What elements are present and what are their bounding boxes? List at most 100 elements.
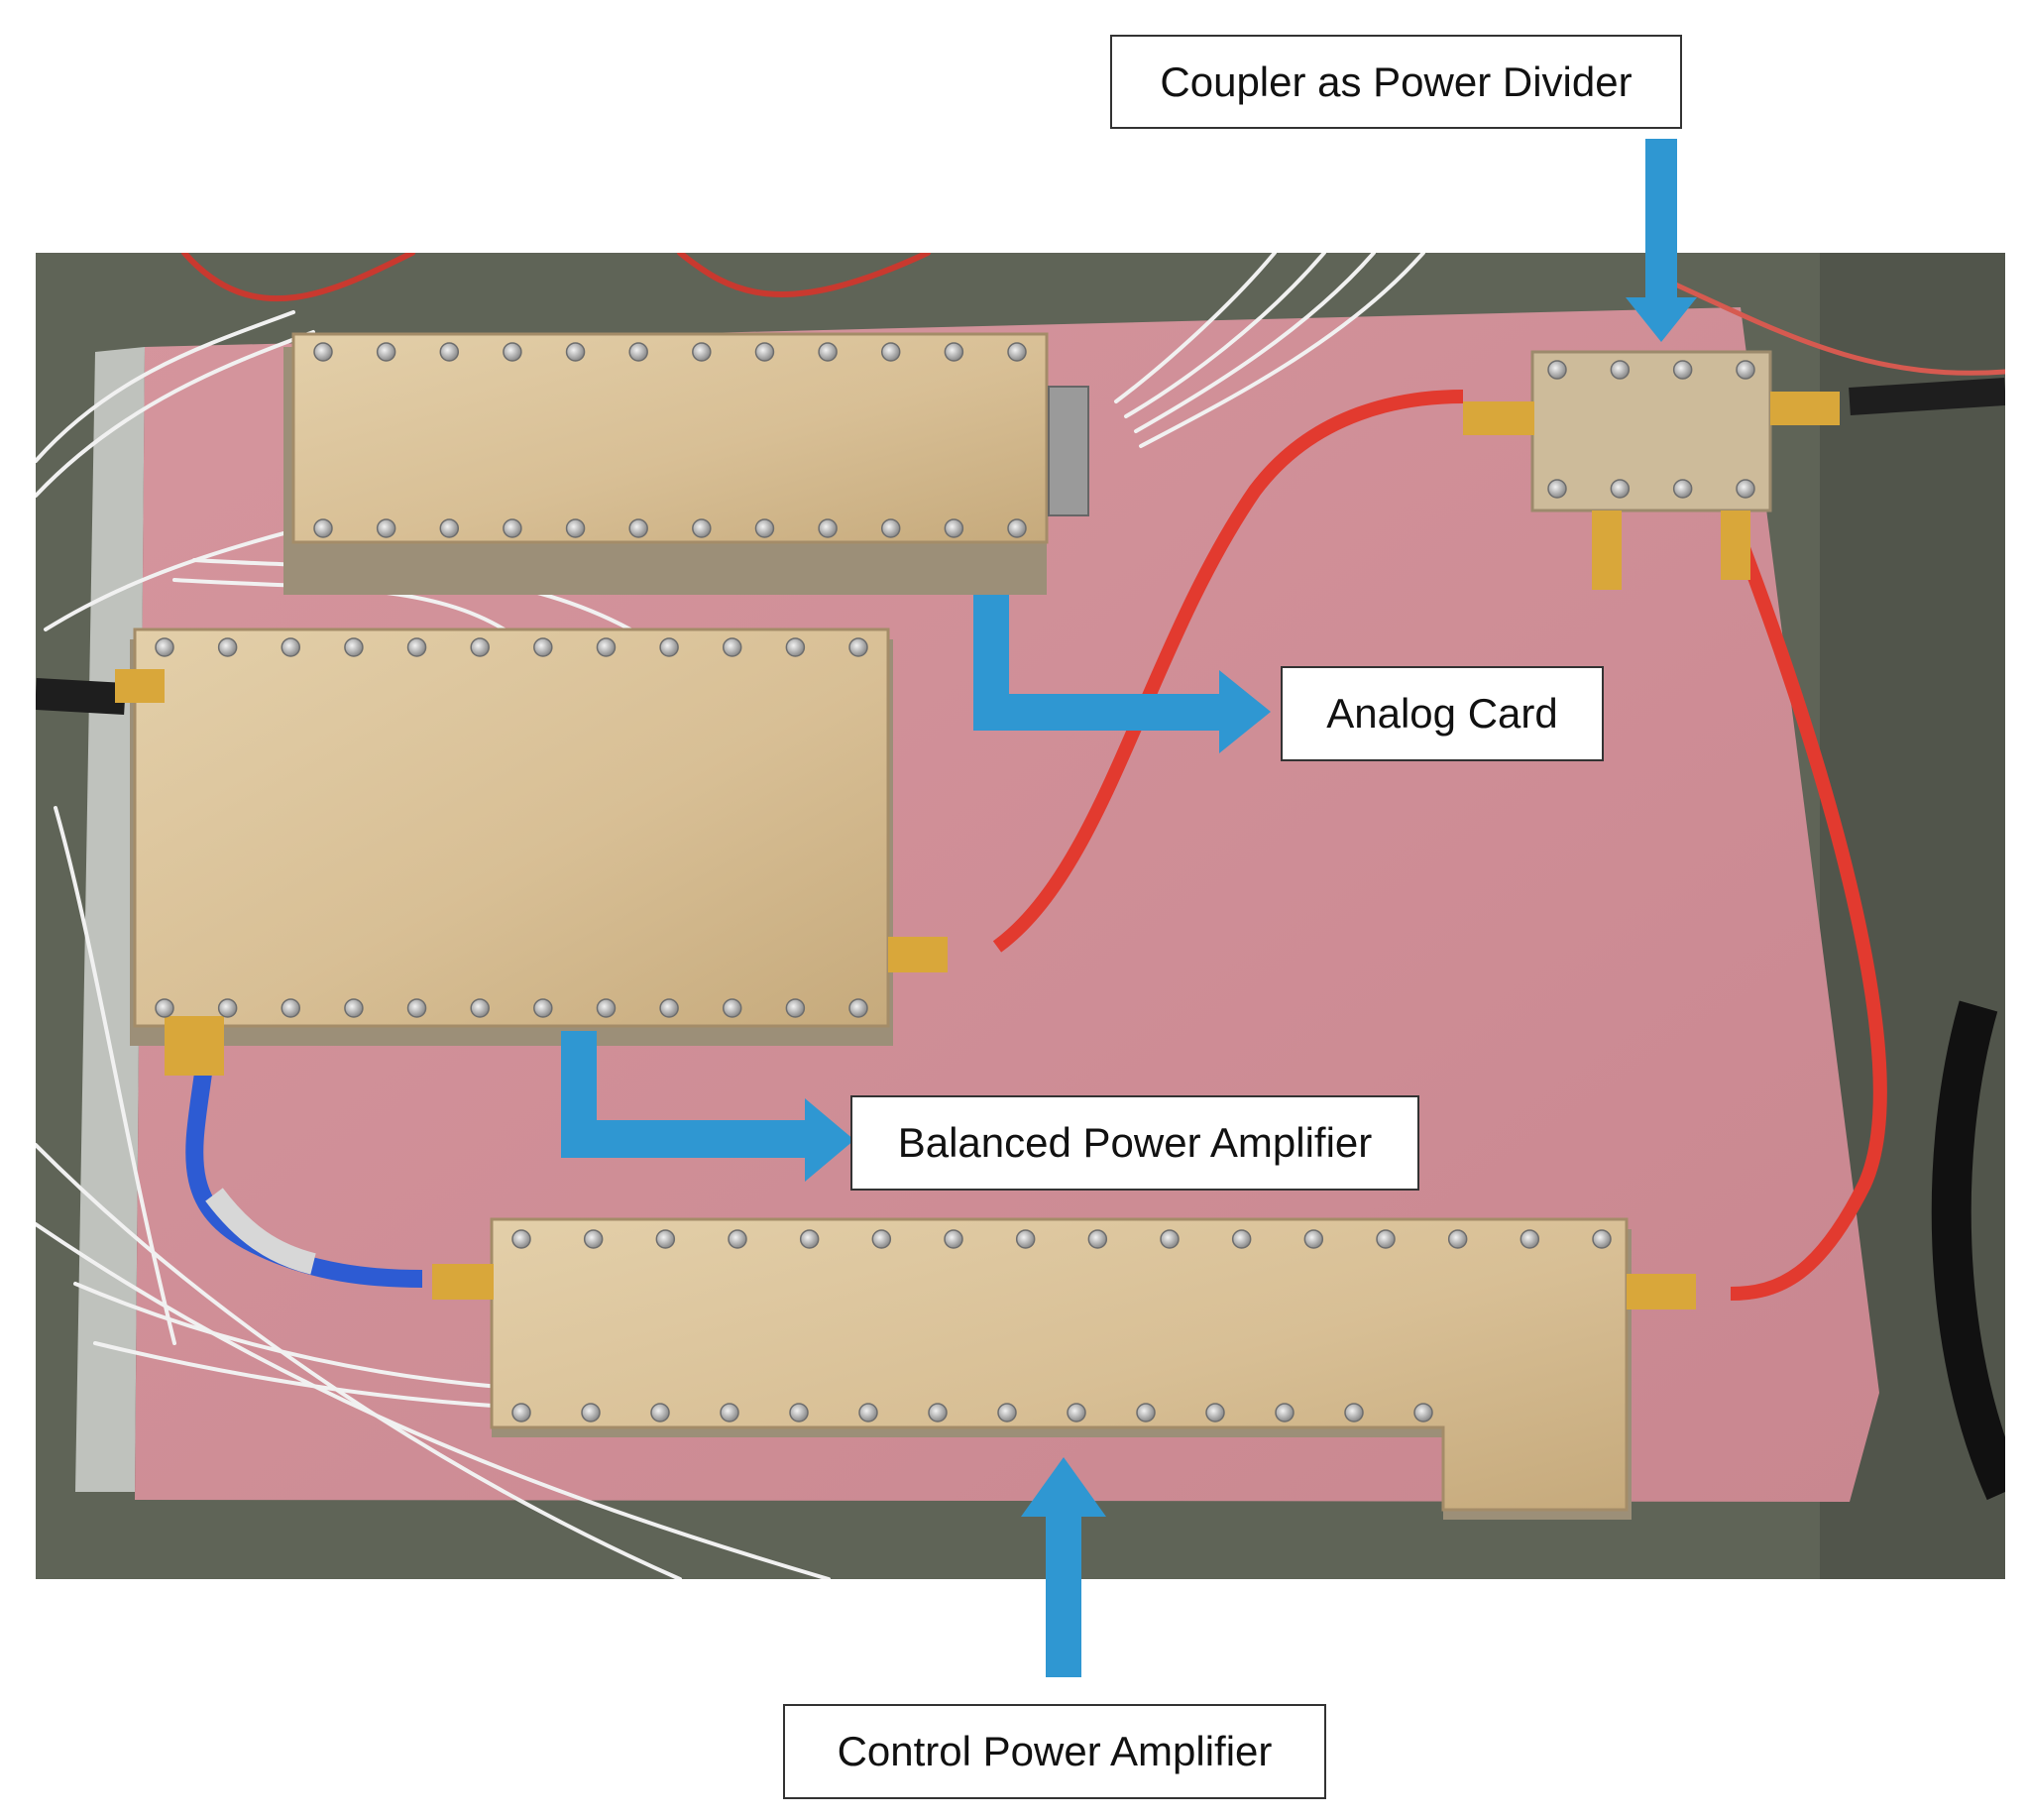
analog-card-module bbox=[283, 332, 1089, 595]
screw bbox=[655, 1229, 676, 1249]
screw bbox=[659, 998, 679, 1018]
screw bbox=[155, 998, 174, 1018]
coupler-module bbox=[1463, 350, 1840, 590]
screw bbox=[503, 342, 522, 362]
screw bbox=[754, 342, 775, 362]
control-pa-module bbox=[432, 1217, 1696, 1520]
screw bbox=[344, 637, 364, 657]
screw bbox=[511, 1229, 531, 1249]
screw bbox=[799, 1229, 820, 1249]
screw bbox=[1672, 360, 1693, 380]
screw bbox=[1007, 342, 1027, 362]
screw bbox=[1610, 360, 1631, 380]
screw bbox=[1087, 1229, 1108, 1249]
screw bbox=[1447, 1229, 1468, 1249]
screw bbox=[754, 518, 775, 538]
screw bbox=[692, 342, 712, 362]
screw bbox=[997, 1403, 1017, 1422]
screw bbox=[1520, 1229, 1540, 1249]
screw bbox=[650, 1403, 670, 1422]
screw bbox=[628, 518, 648, 538]
screw bbox=[1303, 1229, 1324, 1249]
screw bbox=[503, 518, 522, 538]
background-wires bbox=[36, 253, 2005, 1579]
screw bbox=[583, 1229, 604, 1249]
screw bbox=[565, 518, 586, 538]
screw bbox=[659, 637, 679, 657]
screw bbox=[376, 518, 396, 538]
screw bbox=[1015, 1229, 1036, 1249]
screw bbox=[581, 1403, 601, 1422]
foam-pad bbox=[135, 307, 1879, 1502]
screw bbox=[376, 342, 396, 362]
screw bbox=[1067, 1403, 1086, 1422]
screw bbox=[818, 342, 838, 362]
screw bbox=[406, 998, 427, 1018]
screw bbox=[728, 1229, 747, 1249]
analog-card-label: Analog Card bbox=[1281, 666, 1604, 761]
screw bbox=[880, 518, 901, 538]
screw bbox=[818, 518, 838, 538]
screw bbox=[785, 637, 806, 657]
screw bbox=[344, 998, 364, 1018]
screw bbox=[596, 998, 617, 1018]
screw bbox=[871, 1229, 892, 1249]
screw bbox=[217, 637, 238, 657]
screw bbox=[511, 1403, 531, 1422]
screw bbox=[880, 342, 901, 362]
screw bbox=[313, 518, 333, 538]
screw bbox=[1610, 479, 1631, 499]
screw bbox=[1007, 518, 1027, 538]
screw bbox=[155, 637, 174, 657]
screw bbox=[596, 637, 617, 657]
screw bbox=[1275, 1403, 1295, 1422]
control-pa-label: Control Power Amplifier bbox=[783, 1704, 1326, 1799]
balanced-pa-label: Balanced Power Amplifier bbox=[850, 1095, 1419, 1191]
screw bbox=[1376, 1229, 1396, 1249]
balanced-pa-module bbox=[115, 627, 948, 1076]
screw bbox=[1231, 1229, 1252, 1249]
screw bbox=[1672, 479, 1693, 499]
screw bbox=[1136, 1403, 1156, 1422]
screw bbox=[217, 998, 238, 1018]
screw bbox=[406, 637, 427, 657]
screw bbox=[722, 637, 742, 657]
screw bbox=[439, 342, 460, 362]
screw bbox=[1592, 1229, 1612, 1249]
screw bbox=[944, 342, 964, 362]
hardware-photo bbox=[36, 253, 2005, 1579]
screw bbox=[281, 637, 301, 657]
screw bbox=[944, 518, 964, 538]
screw bbox=[1413, 1403, 1433, 1422]
screw bbox=[848, 637, 868, 657]
screw bbox=[533, 637, 553, 657]
screw bbox=[565, 342, 586, 362]
screws bbox=[155, 342, 1755, 1422]
screw bbox=[789, 1403, 809, 1422]
screw bbox=[1205, 1403, 1225, 1422]
screw bbox=[692, 518, 712, 538]
screw bbox=[1736, 479, 1755, 499]
screw bbox=[1736, 360, 1755, 380]
screw bbox=[533, 998, 553, 1018]
screw bbox=[785, 998, 806, 1018]
screw bbox=[720, 1403, 739, 1422]
screw bbox=[848, 998, 868, 1018]
screw bbox=[470, 637, 490, 657]
screw bbox=[858, 1403, 878, 1422]
coupler-label: Coupler as Power Divider bbox=[1110, 35, 1682, 129]
screw bbox=[470, 998, 490, 1018]
screw bbox=[1547, 479, 1567, 499]
aluminium-plate bbox=[75, 347, 145, 1492]
screw bbox=[1344, 1403, 1364, 1422]
screw bbox=[628, 342, 648, 362]
screw bbox=[1547, 360, 1567, 380]
red-cable-right bbox=[1730, 537, 1887, 1301]
screw bbox=[281, 998, 301, 1018]
screw bbox=[439, 518, 460, 538]
screw bbox=[944, 1229, 963, 1249]
screw bbox=[1160, 1229, 1180, 1249]
screw bbox=[722, 998, 742, 1018]
screw bbox=[928, 1403, 948, 1422]
screw bbox=[313, 342, 333, 362]
